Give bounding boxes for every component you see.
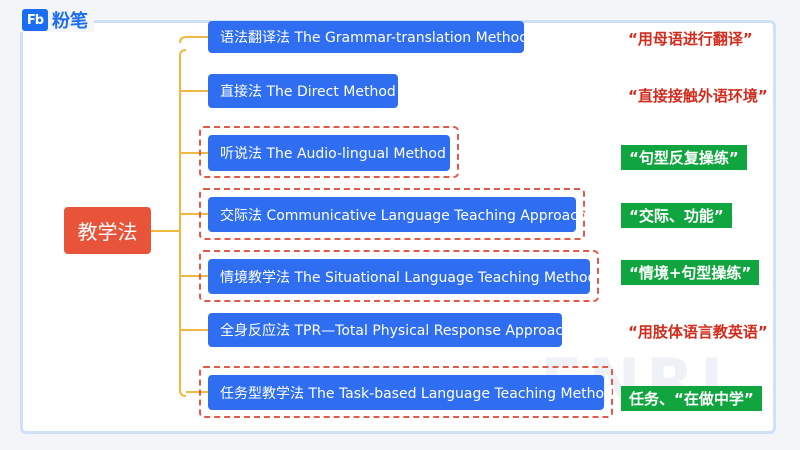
logo-text: 粉笔	[52, 11, 88, 32]
note-grammar-translation: “用母语进行翻译”	[628, 30, 753, 48]
connector-branch-1	[168, 36, 208, 232]
method-node-tpr: 全身反应法 TPR—Total Physical Response Approa…	[208, 313, 572, 347]
method-node-grammar-translation: 语法翻译法 The Grammar-translation Method	[208, 21, 528, 53]
method-node-task-based: 任务型教学法 The Task-based Language Teaching …	[208, 375, 613, 410]
logo-mark-icon: Fb	[22, 9, 48, 31]
method-node-audio-lingual: 听说法 The Audio-lingual Method	[208, 135, 450, 171]
connector-branch-1b	[179, 36, 187, 44]
note-tpr: “用肢体语言教英语”	[628, 323, 768, 341]
connector-trunk	[151, 49, 187, 397]
note-direct: “直接接触外语环境”	[628, 87, 768, 105]
highlight-box-task-based	[199, 366, 613, 418]
highlight-box-communicative	[199, 188, 585, 240]
note-situational: “情境+句型操练”	[621, 260, 760, 285]
note-task-based: 任务、“在做中学”	[621, 386, 762, 411]
method-node-situational: 情境教学法 The Situational Language Teaching …	[208, 259, 596, 294]
brand-logo: Fb 粉笔	[20, 8, 94, 32]
highlight-box-audio-lingual	[199, 126, 459, 178]
highlight-box-situational	[199, 250, 599, 302]
method-node-communicative: 交际法 Communicative Language Teaching Appr…	[208, 197, 587, 232]
method-node-direct: 直接法 The Direct Method	[208, 74, 398, 108]
note-audio-lingual: “句型反复操练”	[621, 145, 747, 170]
note-communicative: “交际、功能”	[621, 203, 732, 228]
root-node-teaching-methods: 教学法	[64, 207, 151, 254]
